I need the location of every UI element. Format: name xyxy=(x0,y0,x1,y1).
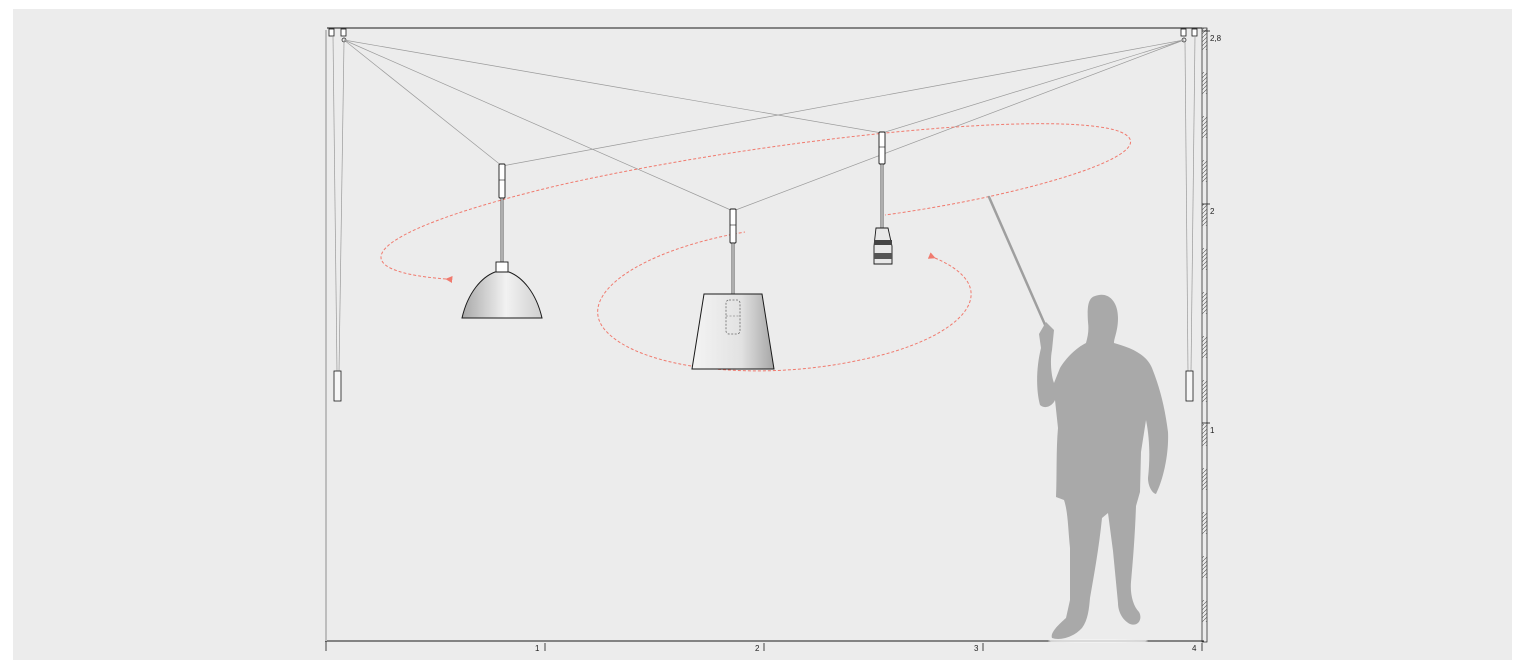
y-tick-label-1: 1 xyxy=(1210,426,1215,435)
spot-pendant-housing xyxy=(878,131,886,165)
y-axis: 2,8 2 1 xyxy=(1201,27,1222,643)
x-axis: 1 2 3 4 xyxy=(325,640,1204,653)
scale-hatch-block xyxy=(1202,600,1207,622)
x-tick-label-2: 2 xyxy=(755,644,760,653)
drum-shade-pendant xyxy=(691,208,775,370)
cable-left-to-drum xyxy=(343,39,734,212)
scale-hatch-block xyxy=(1202,424,1207,446)
scale-hatch-block xyxy=(1202,556,1207,578)
cable-left-to-bell xyxy=(343,39,503,167)
bell-pendant-cap xyxy=(495,261,509,273)
spot-pendant xyxy=(873,131,893,265)
right-anchor-assembly xyxy=(1180,28,1198,402)
cable-right-to-spot xyxy=(881,39,1185,134)
drum-shade xyxy=(691,293,775,370)
scale-hatch-block xyxy=(1202,248,1207,270)
left-anchor-assembly xyxy=(328,28,347,402)
scale-hatch-block xyxy=(1202,336,1207,358)
drum-pendant-stem xyxy=(731,242,735,296)
suspension-cables xyxy=(343,39,1185,212)
bell-shade xyxy=(461,271,543,319)
right-anchor-2 xyxy=(1191,28,1198,37)
left-counterweight xyxy=(333,370,342,402)
spot-head-band-bottom xyxy=(874,253,892,259)
scale-hatch-block xyxy=(1202,204,1207,226)
left-anchor-1 xyxy=(328,28,335,37)
right-anchor-1 xyxy=(1180,28,1187,37)
y-tick-label-2-8: 2,8 xyxy=(1210,34,1222,43)
x-tick-label-1: 1 xyxy=(535,644,540,653)
scale-hatch-block xyxy=(1202,28,1207,50)
x-tick-label-3: 3 xyxy=(974,644,979,653)
cable-right-to-drum xyxy=(732,39,1185,212)
pointer-stick xyxy=(987,195,1048,329)
right-counterweight xyxy=(1185,370,1194,402)
left-counterweight-cord-a xyxy=(332,35,338,373)
drum-pendant-housing xyxy=(729,208,737,244)
scale-hatch-block xyxy=(1202,512,1207,534)
scale-hatching xyxy=(1202,28,1207,622)
left-anchor-2 xyxy=(340,28,347,37)
scale-hatch-block xyxy=(1202,160,1207,182)
scale-hatch-block xyxy=(1202,468,1207,490)
scale-hatch-block xyxy=(1202,116,1207,138)
drum-inner-socket xyxy=(725,299,741,335)
spot-head-band-top xyxy=(874,240,892,245)
cable-left-to-spot xyxy=(343,39,883,134)
left-counterweight-cord-b xyxy=(338,41,345,373)
right-counterweight-cord-a xyxy=(1184,41,1189,373)
cable-right-to-bell xyxy=(501,39,1185,167)
spot-pendant-stem xyxy=(880,163,884,229)
bell-shade-pendant xyxy=(461,163,543,319)
y-tick-label-2: 2 xyxy=(1210,207,1215,216)
right-counterweight-cord-b xyxy=(1190,35,1196,373)
scale-hatch-block xyxy=(1202,292,1207,314)
right-pulley xyxy=(1181,37,1187,43)
scale-hatch-block xyxy=(1202,380,1207,402)
bell-pendant-housing xyxy=(498,163,506,199)
motion-path-lower xyxy=(597,231,972,372)
person-silhouette xyxy=(1037,294,1169,639)
scale-hatch-block xyxy=(1202,72,1207,94)
motion-path-upper xyxy=(380,123,1131,283)
x-tick-label-4: 4 xyxy=(1192,644,1197,653)
figure-ground-shadow xyxy=(1048,639,1148,643)
bell-pendant-stem xyxy=(500,197,504,263)
